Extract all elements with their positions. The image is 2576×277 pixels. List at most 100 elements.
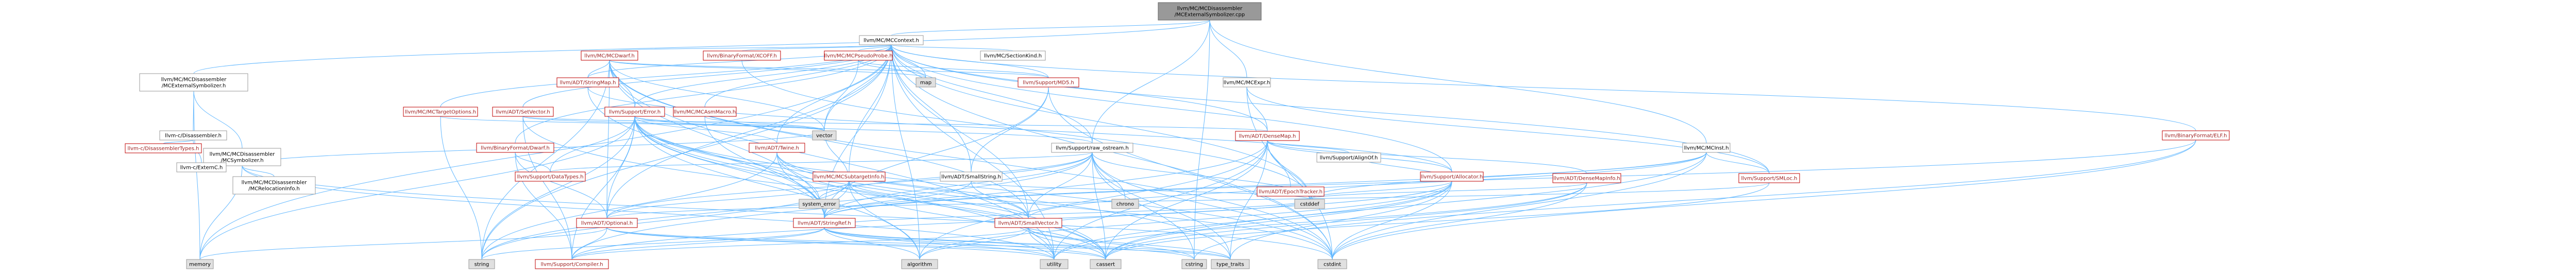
edge-stringref-to-string <box>481 227 825 260</box>
edge-optional-to-compiler <box>571 227 607 260</box>
node-stringref[interactable]: llvm/ADT/StringRef.h <box>793 218 856 228</box>
node-disassembler_h[interactable]: llvm-c/Disassembler.h <box>159 130 227 141</box>
edge-root-to-mccontext <box>891 20 1210 36</box>
node-xcoff[interactable]: llvm/BinaryFormat/XCOFF.h <box>703 50 781 61</box>
edge-support_md5-to-smallstring <box>971 86 1049 172</box>
edge-mccontext-to-optional <box>606 44 892 219</box>
edge-support_error-to-datatypes <box>550 116 635 172</box>
node-externc[interactable]: llvm-c/ExternC.h <box>176 162 227 172</box>
node-setvector[interactable]: llvm/ADT/SetVector.h <box>492 107 554 117</box>
edge-ext_h-to-mcsymbolizer <box>193 91 243 149</box>
edge-elf-to-stringref <box>824 140 2196 219</box>
edge-mcdwarf-to-map <box>609 60 926 78</box>
node-box <box>403 107 478 117</box>
edge-stringref-to-cassert <box>824 227 1106 260</box>
node-chrono: chrono <box>1111 199 1139 209</box>
edge-mccontext-to-sectionkind <box>891 44 1013 51</box>
edge-allocator-to-utility <box>1054 181 1452 260</box>
edge-mcdwarf-to-vector <box>609 60 825 131</box>
node-mcreloc[interactable]: llvm/MC/MCDisassembler/MCRelocationInfo.… <box>232 176 316 195</box>
node-mcdwarf[interactable]: llvm/MC/MCDwarf.h <box>581 50 638 61</box>
node-asmmacro[interactable]: llvm/MC/MCAsmMacro.h <box>673 107 737 117</box>
node-label: llvm/BinaryFormat/Dwarf.h <box>481 146 550 151</box>
edge-densemap-to-alignof <box>1267 140 1349 153</box>
node-sectionkind[interactable]: llvm/MC/SectionKind.h <box>980 50 1046 61</box>
node-pseudoprobe[interactable]: llvm/MC/MCPseudoProbe.h <box>824 50 893 61</box>
edge-binfmt_dwarf-to-datatypes <box>515 152 551 172</box>
node-box <box>1420 171 1484 182</box>
node-label: llvm-c/DisassemblerTypes.h <box>128 146 199 152</box>
edge-smallstring-to-smallvector <box>971 181 1029 219</box>
edge-densemapinfo-to-cstdint <box>1332 182 1587 260</box>
node-label: utility <box>1047 262 1062 268</box>
edge-mcsymbolizer-to-mcreloc <box>242 165 275 177</box>
edge-raw_ostream-to-optional <box>606 152 1093 219</box>
node-subtargetinfo[interactable]: llvm/MC/MCSubtargetInfo.h <box>812 171 886 182</box>
edge-mcdwarf-to-stringmap <box>587 60 610 78</box>
edge-asmmacro-to-vector <box>704 116 825 131</box>
node-allocator[interactable]: llvm/Support/Allocator.h <box>1420 171 1484 182</box>
node-elf[interactable]: llvm/BinaryFormat/ELF.h <box>2162 130 2230 141</box>
node-smloc[interactable]: llvm/Support/SMLoc.h <box>1738 173 1800 183</box>
node-smallvector[interactable]: llvm/ADT/SmallVector.h <box>994 218 1062 228</box>
node-box <box>916 77 936 88</box>
node-disasmtypes[interactable]: llvm-c/DisassemblerTypes.h <box>125 143 202 153</box>
node-root[interactable]: llvm/MC/MCDisassembler/MCExternalSymboli… <box>1158 2 1262 21</box>
node-smallstring[interactable]: llvm/ADT/SmallString.h <box>940 171 1003 182</box>
node-mcinst[interactable]: llvm/MC/MCInst.h <box>1682 143 1731 153</box>
node-label: llvm/ADT/StringRef.h <box>798 221 851 227</box>
node-support_error[interactable]: llvm/Support/Error.h <box>604 107 665 117</box>
node-label: chrono <box>1116 202 1134 207</box>
edge-mccontext-to-subtargetinfo <box>849 44 892 172</box>
node-label: /MCRelocationInfo.h <box>248 186 300 192</box>
node-box <box>176 162 227 172</box>
node-box <box>515 171 586 182</box>
edge-mcdwarf-to-string <box>481 60 610 260</box>
node-densemapinfo[interactable]: llvm/ADT/DenseMapInfo.h <box>1552 173 1621 183</box>
node-support_md5[interactable]: llvm/Support/MD5.h <box>1018 77 1079 88</box>
edge-raw_ostream-to-string <box>481 152 1093 260</box>
edge-subtargetinfo-to-smallvector <box>849 181 1029 219</box>
node-label: map <box>920 80 931 86</box>
edge-elf-to-cstring <box>1194 140 2196 260</box>
edge-raw_ostream-to-type_traits <box>1092 152 1231 260</box>
edge-optional-to-type_traits <box>606 227 1231 260</box>
node-binfmt_dwarf[interactable]: llvm/BinaryFormat/Dwarf.h <box>476 143 554 153</box>
node-targetoptions[interactable]: llvm/MC/MCTargetOptions.h <box>403 107 478 117</box>
node-label: llvm/Support/raw_ostream.h <box>1056 146 1129 151</box>
edge-twine-to-cstdint <box>776 152 1333 260</box>
node-cstdint: cstdint <box>1317 259 1347 269</box>
node-label: llvm/Support/Allocator.h <box>1421 175 1483 180</box>
edge-stringref-to-cstring <box>824 227 1195 260</box>
node-label: llvm-c/ExternC.h <box>180 165 223 171</box>
node-optional[interactable]: llvm/ADT/Optional.h <box>576 218 638 228</box>
node-ext_h[interactable]: llvm/MC/MCDisassembler/MCExternalSymboli… <box>139 73 248 92</box>
node-raw_ostream[interactable]: llvm/Support/raw_ostream.h <box>1051 143 1133 153</box>
edge-support_error-to-type_traits <box>634 116 1231 260</box>
edge-binfmt_dwarf-to-optional <box>515 152 607 219</box>
node-label: llvm/Support/DataTypes.h <box>517 175 583 180</box>
node-box <box>186 259 214 269</box>
node-datatypes[interactable]: llvm/Support/DataTypes.h <box>515 171 586 182</box>
node-epochtracker[interactable]: llvm/ADT/EpochTracker.h <box>1257 186 1325 197</box>
node-label: llvm/ADT/DenseMapInfo.h <box>1553 176 1620 182</box>
node-twine[interactable]: llvm/ADT/Twine.h <box>749 143 805 153</box>
edge-subtargetinfo-to-string <box>481 181 850 260</box>
node-box <box>1111 199 1139 209</box>
node-compiler[interactable]: llvm/Support/Compiler.h <box>535 259 609 269</box>
node-mccontext[interactable]: llvm/MC/MCContext.h <box>859 35 924 45</box>
edge-mcexpr-to-densemap <box>1246 86 1268 132</box>
node-mcexpr[interactable]: llvm/MC/MCExpr.h <box>1223 77 1271 88</box>
node-box <box>703 50 781 61</box>
node-label: llvm/ADT/SetVector.h <box>496 110 550 115</box>
node-label: cstring <box>1185 262 1203 268</box>
edge-raw_ostream-to-cstring <box>1092 152 1195 260</box>
node-stringmap[interactable]: llvm/ADT/StringMap.h <box>556 77 619 88</box>
node-densemap[interactable]: llvm/ADT/DenseMap.h <box>1235 131 1300 141</box>
node-alignof[interactable]: llvm/Support/AlignOf.h <box>1316 152 1381 163</box>
node-box <box>535 259 609 269</box>
node-box <box>159 130 227 141</box>
node-label: llvm/MC/MCDwarf.h <box>584 54 635 59</box>
edge-densemapinfo-to-cassert <box>1105 182 1587 260</box>
edge-mcsymbolizer-to-utility <box>242 165 1055 260</box>
